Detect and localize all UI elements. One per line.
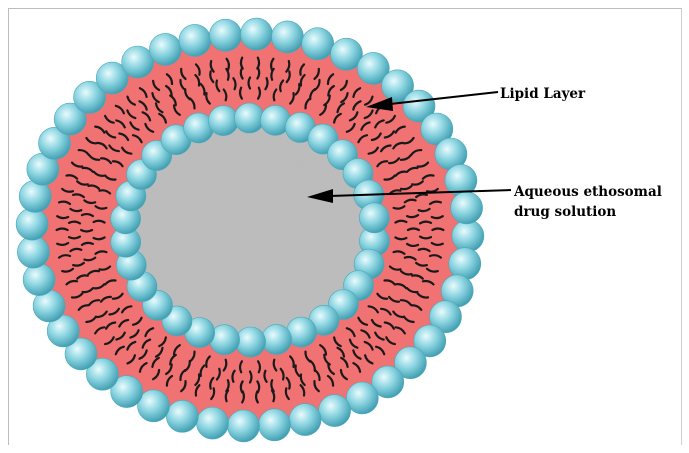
outer-head-group: [241, 18, 273, 50]
inner-head-group: [262, 324, 292, 354]
outer-head-group: [272, 21, 304, 53]
inner-head-group: [236, 327, 266, 357]
outer-head-group: [122, 46, 154, 78]
outer-head-group: [451, 192, 483, 224]
outer-head-group: [179, 24, 211, 56]
outer-head-group: [346, 382, 378, 414]
outer-head-group: [289, 404, 321, 436]
outer-head-group: [228, 410, 260, 442]
outer-head-group: [259, 409, 291, 441]
aqueous-label-line1: Aqueous ethosomal: [513, 184, 662, 200]
aqueous-label-line2: drug solution: [514, 204, 616, 220]
outer-head-group: [149, 33, 181, 65]
outer-head-group: [19, 180, 51, 212]
outer-head-group: [210, 19, 242, 51]
inner-head-group: [208, 106, 238, 136]
outer-head-group: [197, 407, 229, 439]
outer-head-group: [452, 220, 484, 252]
inner-head-group: [234, 103, 264, 133]
outer-head-group: [302, 28, 334, 60]
outer-head-group: [166, 400, 198, 432]
outer-head-group: [319, 395, 351, 427]
inner-head-group: [359, 203, 389, 233]
outer-head-group: [23, 264, 55, 296]
lipid-layer-label: Lipid Layer: [500, 86, 586, 102]
outer-head-group: [17, 236, 49, 268]
outer-head-group: [449, 248, 481, 280]
outer-head-group: [16, 208, 48, 240]
